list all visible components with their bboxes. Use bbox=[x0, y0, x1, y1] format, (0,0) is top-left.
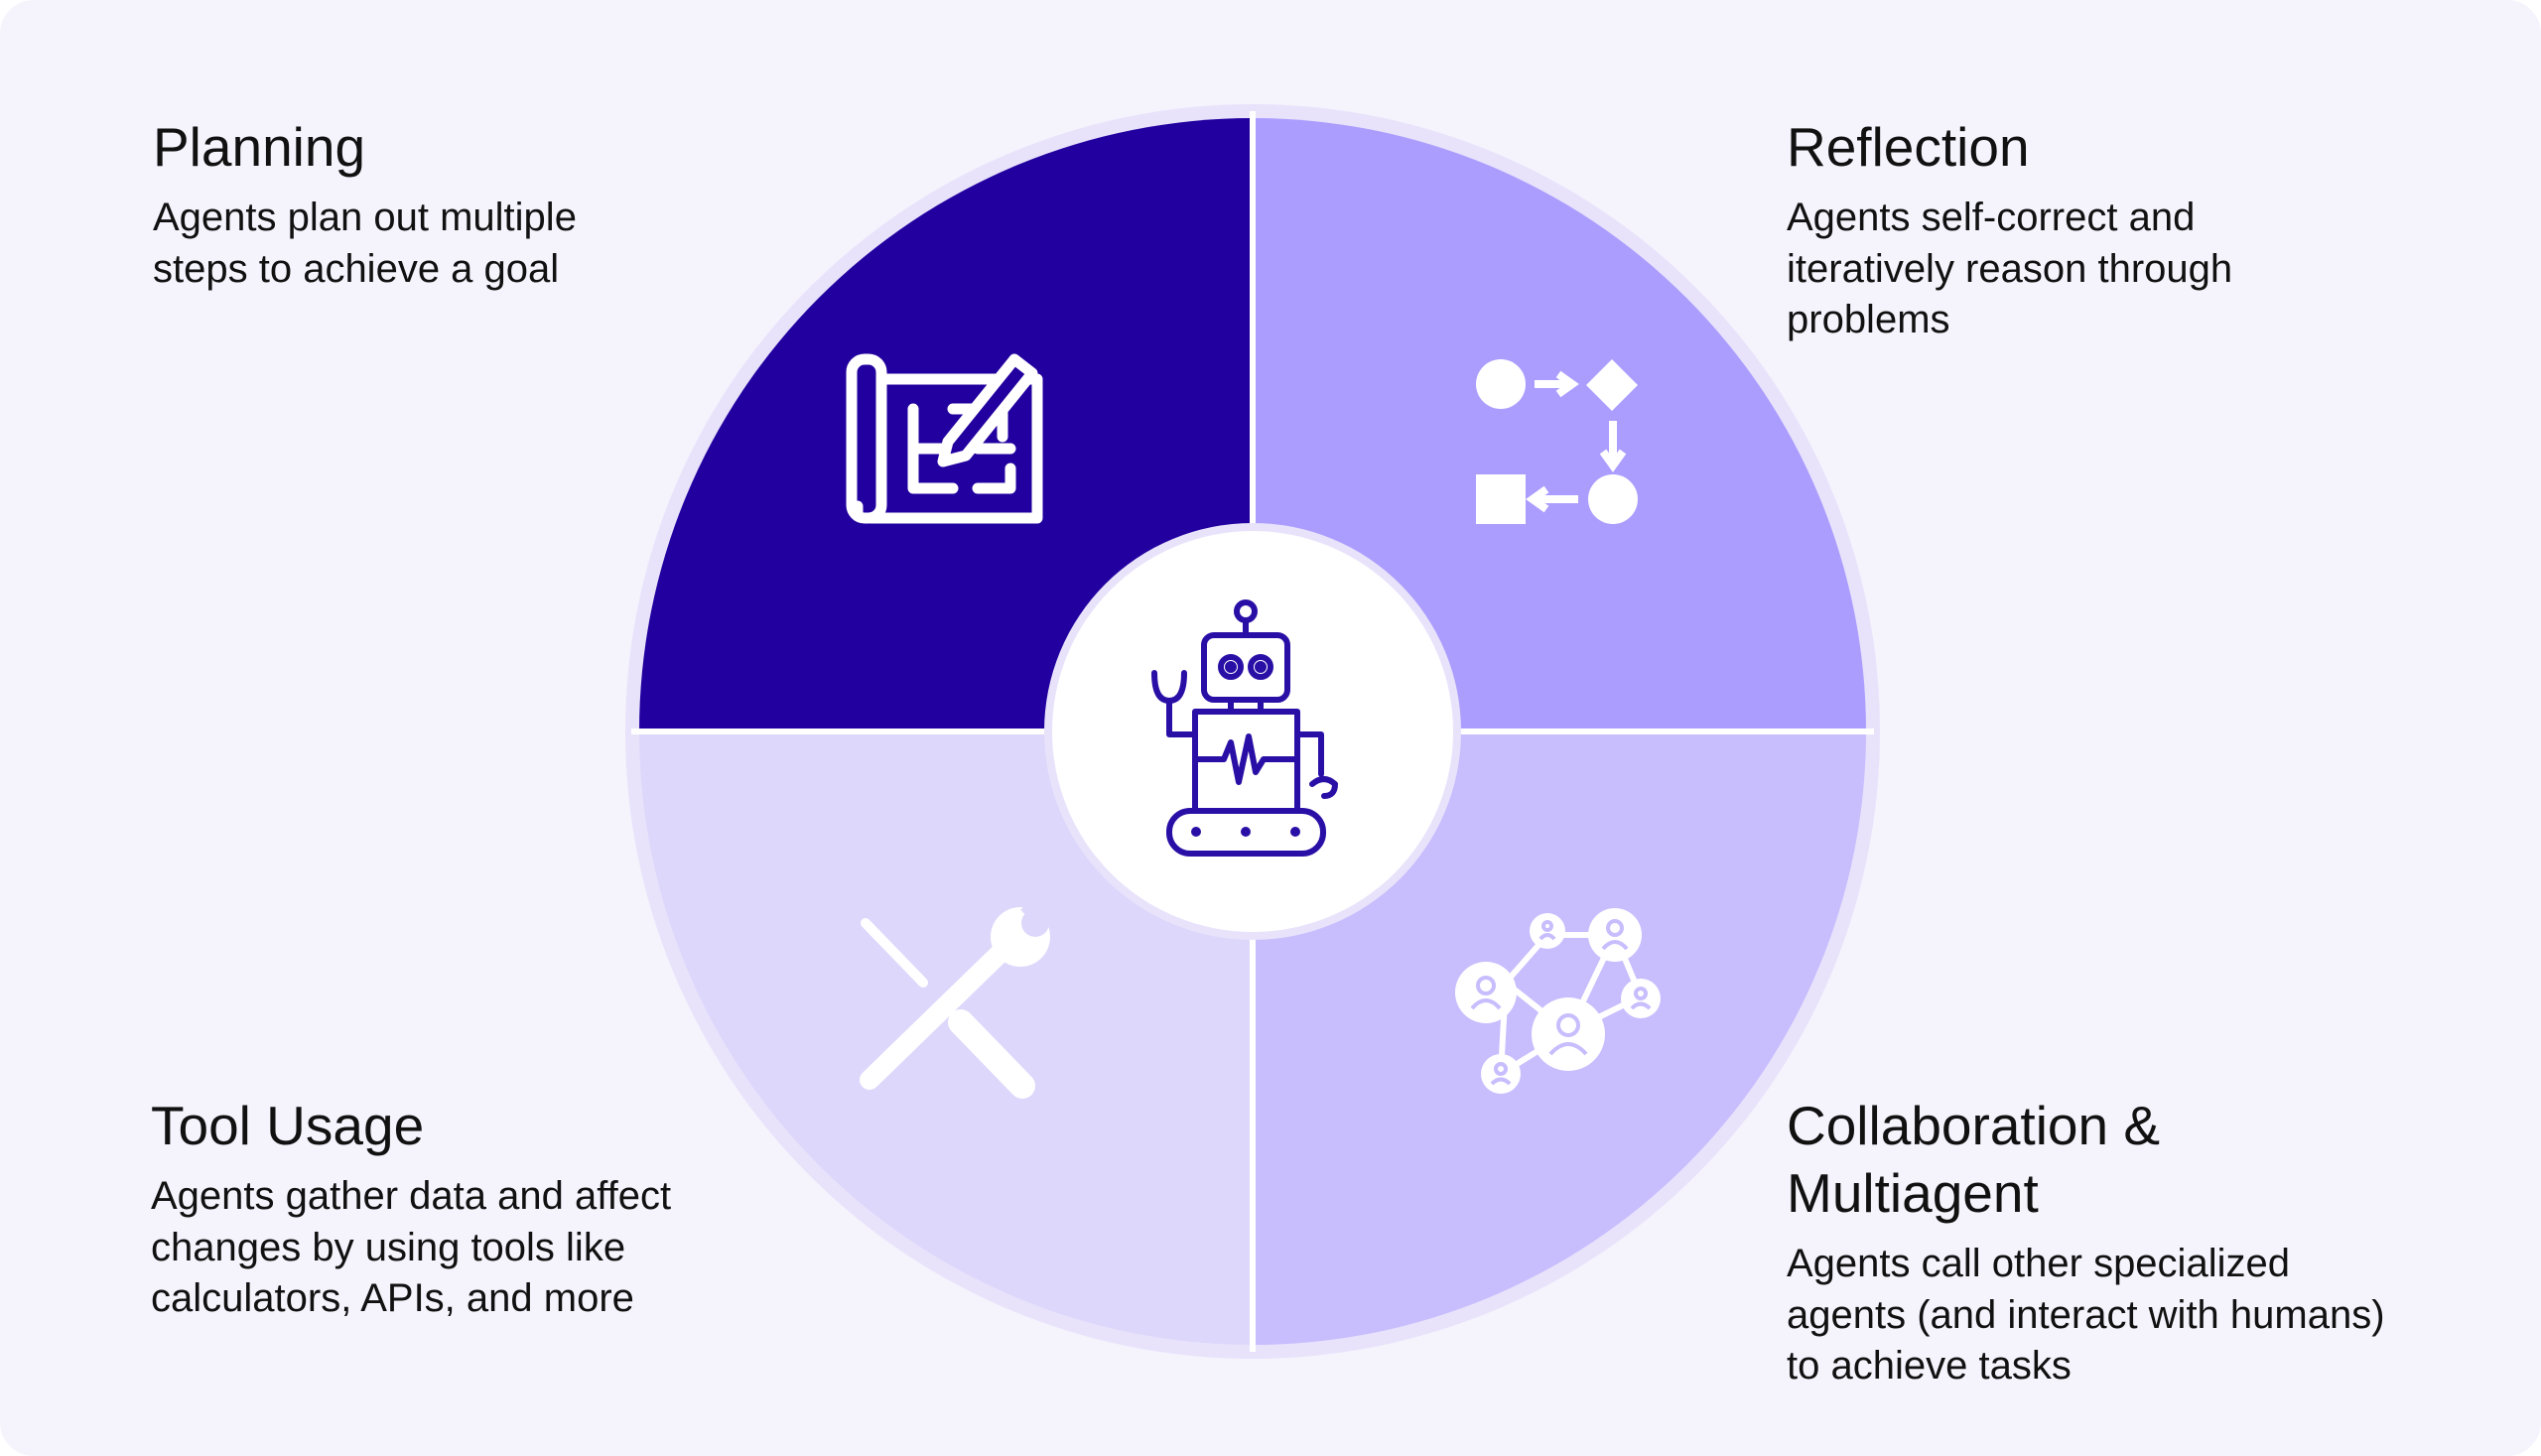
collaboration-desc-line: to achieve tasks bbox=[1787, 1344, 2072, 1388]
collaboration-desc-line: Agents call other specialized bbox=[1787, 1242, 2290, 1285]
tool-usage-section: Tool Usage Agents gather data and affect… bbox=[151, 1092, 866, 1325]
quadrant-tool-usage bbox=[639, 731, 1253, 1345]
reflection-section: Reflection Agents self-correct and itera… bbox=[1787, 113, 2501, 346]
planning-desc-line: Agents plan out multiple bbox=[153, 196, 577, 239]
center-hub bbox=[1052, 531, 1453, 932]
tool-usage-description: Agents gather data and affect changes by… bbox=[151, 1171, 866, 1325]
quadrant-planning bbox=[639, 118, 1253, 731]
tool-usage-desc-line: Agents gather data and affect bbox=[151, 1174, 672, 1218]
workflow-icon bbox=[1476, 359, 1638, 524]
collaboration-title-line: Collaboration & bbox=[1787, 1095, 2161, 1156]
reflection-desc-line: iteratively reason through bbox=[1787, 246, 2233, 291]
collaboration-title: Collaboration & Multiagent bbox=[1787, 1092, 2481, 1227]
robot-icon bbox=[1151, 599, 1338, 857]
reflection-desc-line: Agents self-correct and bbox=[1787, 196, 2196, 239]
network-icon bbox=[1455, 908, 1661, 1094]
collaboration-title-line: Multiagent bbox=[1787, 1162, 2039, 1224]
planning-description: Agents plan out multiple steps to achiev… bbox=[153, 193, 868, 295]
reflection-desc-line: problems bbox=[1787, 298, 1950, 341]
reflection-title: Reflection bbox=[1787, 116, 2030, 178]
quadrant-reflection bbox=[1253, 118, 1866, 731]
collaboration-desc-line: agents (and interact with humans) bbox=[1787, 1292, 2385, 1337]
planning-section: Planning Agents plan out multiple steps … bbox=[153, 113, 868, 295]
tool-usage-title: Tool Usage bbox=[151, 1095, 425, 1156]
planning-desc-line: steps to achieve a goal bbox=[153, 246, 560, 291]
tool-usage-desc-line: changes by using tools like bbox=[151, 1225, 626, 1269]
tool-usage-desc-line: calculators, APIs, and more bbox=[151, 1276, 634, 1320]
collaboration-section: Collaboration & Multiagent Agents call o… bbox=[1787, 1092, 2481, 1392]
blueprint-icon bbox=[846, 353, 1043, 524]
planning-title: Planning bbox=[153, 116, 366, 178]
collaboration-description: Agents call other specialized agents (an… bbox=[1787, 1239, 2481, 1392]
reflection-description: Agents self-correct and iteratively reas… bbox=[1787, 193, 2501, 346]
tools-icon bbox=[860, 894, 1050, 1099]
